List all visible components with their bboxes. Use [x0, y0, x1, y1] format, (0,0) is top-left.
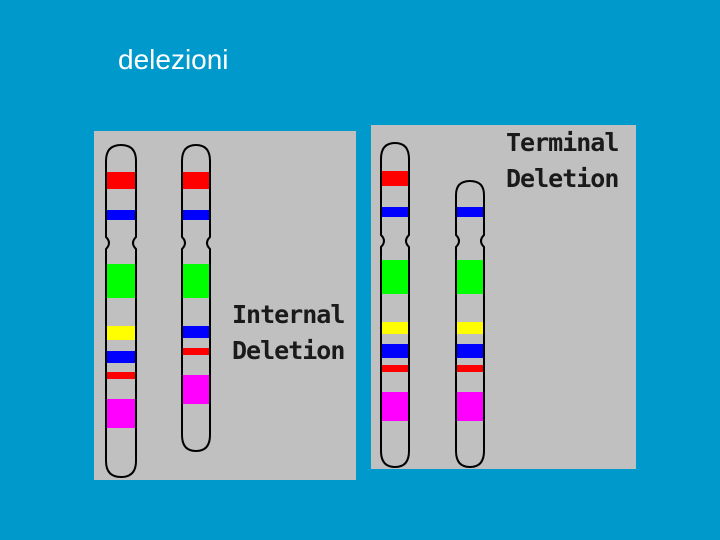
chromosome-normal — [105, 143, 137, 479]
band-blue — [382, 344, 408, 358]
band-red — [107, 172, 135, 189]
band-green — [457, 260, 483, 294]
band-red — [183, 172, 209, 189]
band-green — [107, 264, 135, 298]
band-blue — [107, 351, 135, 363]
internal-deletion-panel: Internal Deletion — [94, 131, 356, 480]
label-line-2: Deletion — [506, 164, 619, 193]
terminal-deletion-label: Terminal Deletion — [506, 125, 619, 197]
band-magenta — [457, 392, 483, 421]
chromosome-terminal-deletion — [455, 179, 485, 469]
band-red — [107, 372, 135, 379]
internal-deletion-label: Internal Deletion — [232, 297, 345, 369]
band-yellow — [382, 322, 408, 334]
label-line-1: Internal — [232, 300, 345, 329]
band-green — [382, 260, 408, 294]
band-red — [382, 171, 408, 186]
slide-title: delezioni — [118, 44, 229, 75]
band-blue — [107, 210, 135, 220]
internal-deletion-diagram — [105, 143, 211, 479]
band-yellow — [107, 326, 135, 340]
band-blue — [457, 207, 483, 217]
chromosome-normal — [380, 141, 410, 469]
band-green — [183, 264, 209, 298]
terminal-deletion-diagram — [380, 141, 485, 469]
band-blue — [183, 210, 209, 220]
band-magenta — [183, 375, 209, 404]
chromosome-internal-deletion — [181, 143, 211, 453]
terminal-deletion-panel: Terminal Deletion — [371, 125, 636, 469]
band-blue — [183, 326, 209, 338]
band-red — [457, 365, 483, 372]
label-line-1: Terminal — [506, 128, 619, 157]
band-blue — [382, 207, 408, 217]
band-magenta — [382, 392, 408, 421]
band-yellow — [457, 322, 483, 334]
label-line-2: Deletion — [232, 336, 345, 365]
band-magenta — [107, 399, 135, 428]
band-blue — [457, 344, 483, 358]
band-red — [382, 365, 408, 372]
band-red — [183, 348, 209, 355]
